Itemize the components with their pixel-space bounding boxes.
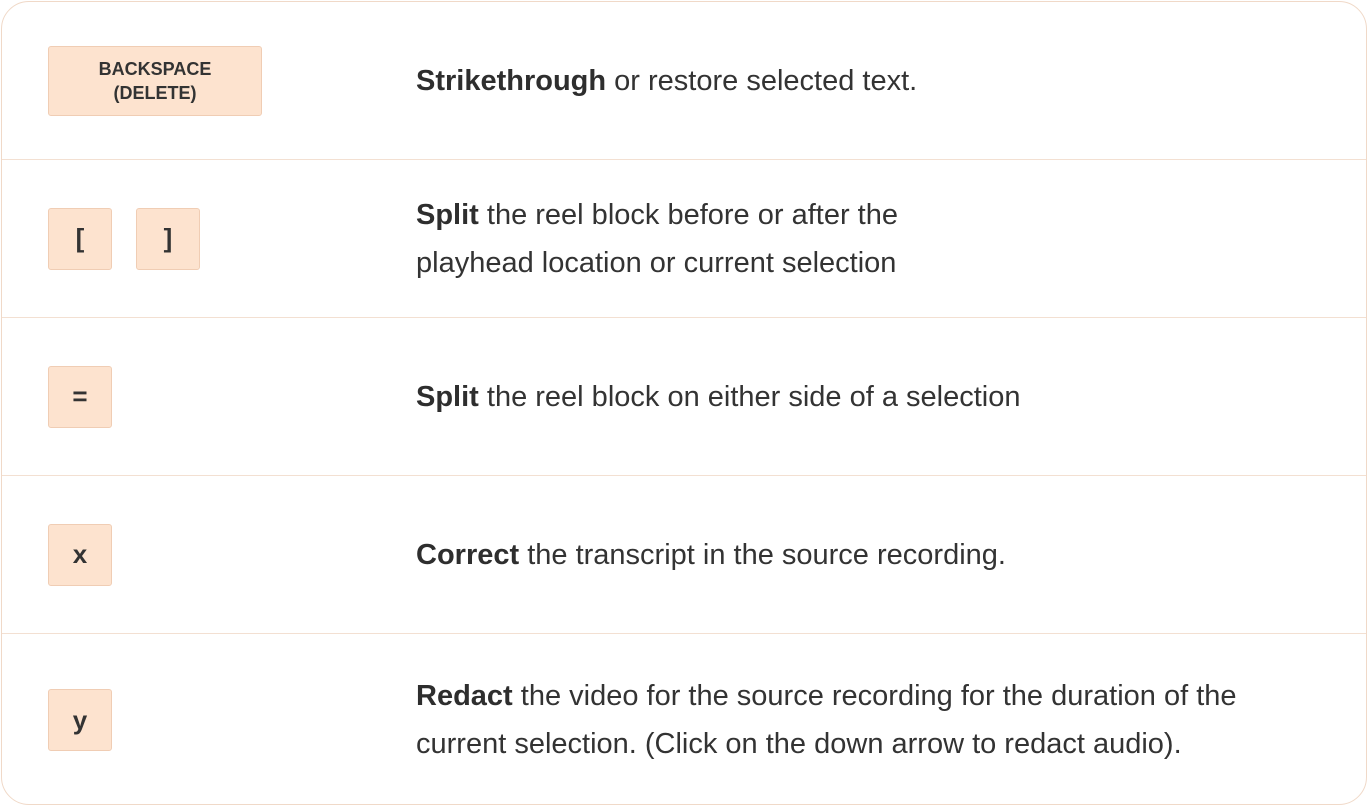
shortcut-row-correct: x Correct the transcript in the source r…	[2, 476, 1366, 634]
shortcut-keys: =	[48, 318, 112, 475]
key-equals: =	[48, 365, 112, 428]
shortcut-keys: y	[48, 634, 112, 804]
shortcut-action: Redact	[416, 680, 513, 712]
key-x: x	[48, 523, 112, 586]
shortcut-detail: the video for the source recording for t…	[416, 680, 1237, 760]
shortcut-description: Redact the video for the source recordin…	[416, 634, 1326, 804]
shortcut-row-split-selection: = Split the reel block on either side of…	[2, 318, 1366, 476]
shortcut-action: Correct	[416, 538, 520, 571]
key-left-bracket: [	[48, 207, 112, 270]
shortcut-action: Split	[416, 380, 479, 413]
shortcut-row-redact: y Redact the video for the source record…	[2, 634, 1366, 804]
key-right-bracket: ]	[136, 207, 200, 270]
shortcut-keys: [ ]	[48, 160, 200, 317]
shortcut-action: Strikethrough	[416, 64, 607, 97]
shortcut-action: Split	[416, 198, 479, 231]
shortcut-detail: or restore selected text.	[606, 64, 918, 97]
shortcut-description: Split the reel block before or after the…	[416, 160, 996, 317]
shortcut-row-split-playhead: [ ] Split the reel block before or after…	[2, 160, 1366, 318]
shortcut-description: Correct the transcript in the source rec…	[416, 476, 1326, 633]
shortcut-description: Strikethrough or restore selected text.	[416, 2, 1326, 159]
key-backspace: BACKSPACE (DELETE)	[48, 45, 262, 116]
shortcut-detail: the reel block before or after the playh…	[416, 198, 898, 279]
shortcut-detail: the reel block on either side of a selec…	[478, 380, 1021, 413]
shortcut-keys: BACKSPACE (DELETE)	[48, 2, 262, 159]
shortcut-detail: the transcript in the source recording.	[519, 538, 1006, 571]
key-y: y	[48, 689, 112, 751]
shortcut-keys: x	[48, 476, 112, 633]
shortcut-row-strikethrough: BACKSPACE (DELETE) Strikethrough or rest…	[2, 2, 1366, 160]
shortcut-description: Split the reel block on either side of a…	[416, 318, 1326, 475]
